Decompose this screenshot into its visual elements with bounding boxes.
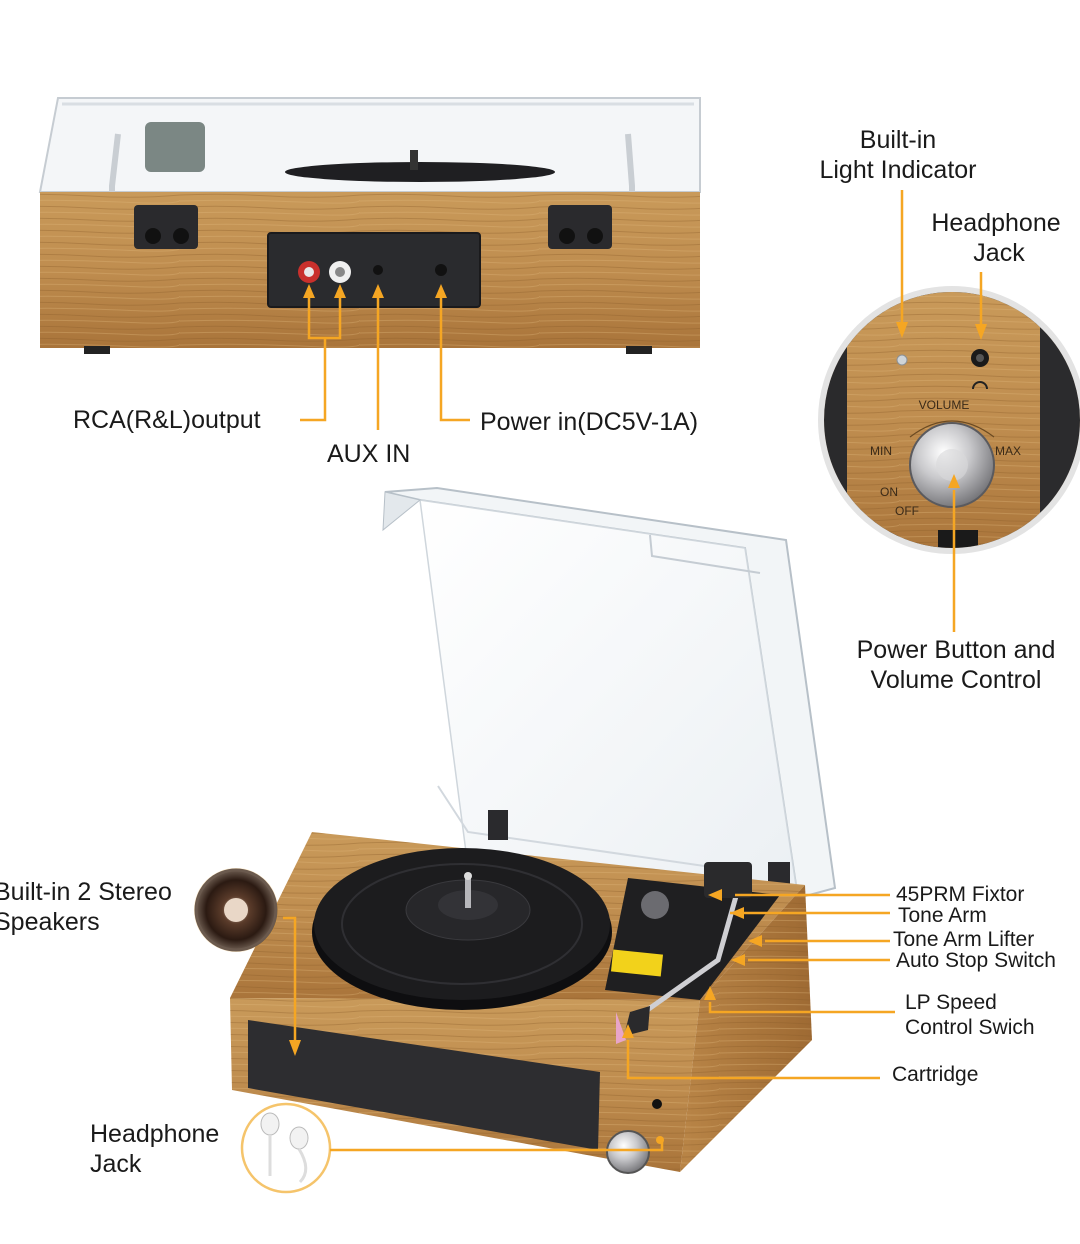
earphone-callout: [240, 1102, 332, 1194]
rear-arrows: [303, 284, 447, 298]
label-headphone-jack-side-line2: Jack: [973, 238, 1025, 267]
speaker-callout: [194, 868, 278, 952]
label-power-volume: Power Button and Volume Control: [838, 636, 1074, 695]
label-headphone-jack-side-line1: Headphone: [931, 209, 1061, 237]
label-rca-output: RCA(R&L)output: [73, 406, 261, 434]
side-arrows: [896, 322, 987, 488]
label-45prm-fixtor: 45PRM Fixtor: [896, 883, 1025, 906]
label-lp-speed-line2: Control Swich: [905, 1015, 1035, 1039]
label-headphone-jack-front-line2: Jack: [90, 1149, 142, 1178]
label-headphone-jack-front: Headphone Jack: [90, 1120, 219, 1179]
label-speakers-line2: Speakers: [0, 907, 100, 936]
knob-off-text: OFF: [895, 504, 919, 518]
side-leader-lines: [900, 190, 983, 632]
label-lp-speed-line1: LP Speed: [905, 991, 997, 1014]
label-tone-arm-lifter: Tone Arm Lifter: [893, 928, 1035, 951]
label-light-indicator-line2: Light Indicator: [819, 155, 977, 184]
label-speakers: Built-in 2 Stereo Speakers: [0, 878, 172, 937]
label-power-in: Power in(DC5V-1A): [480, 408, 699, 436]
main-leader-lines: [283, 893, 895, 1152]
turntable-main: [230, 486, 837, 1174]
label-lp-speed: LP Speed Control Swich: [905, 991, 1035, 1041]
label-power-volume-line2: Volume Control: [870, 665, 1042, 694]
label-cartridge: Cartridge: [892, 1063, 979, 1086]
label-aux-in: AUX IN: [327, 440, 411, 468]
label-headphone-jack-side: Headphone Jack: [920, 209, 1072, 268]
knob-min-text: MIN: [870, 444, 892, 458]
label-light-indicator: Built-in Light Indicator: [800, 126, 996, 185]
knob-volume-text: VOLUME: [919, 398, 970, 412]
rear-view: [38, 97, 701, 354]
label-headphone-jack-front-line1: Headphone: [90, 1120, 220, 1148]
label-speakers-line1: Built-in 2 Stereo: [0, 878, 172, 906]
side-zoom-callout: [818, 286, 1080, 554]
knob-on-text: ON: [880, 485, 898, 499]
label-auto-stop-switch: Auto Stop Switch: [896, 949, 1056, 972]
label-tone-arm: Tone Arm: [898, 904, 987, 927]
main-arrows: [289, 889, 762, 1056]
label-light-indicator-line1: Built-in: [859, 126, 937, 154]
rear-leader-lines: [300, 296, 470, 430]
label-power-volume-line1: Power Button and: [856, 636, 1056, 664]
knob-max-text: MAX: [995, 444, 1021, 458]
